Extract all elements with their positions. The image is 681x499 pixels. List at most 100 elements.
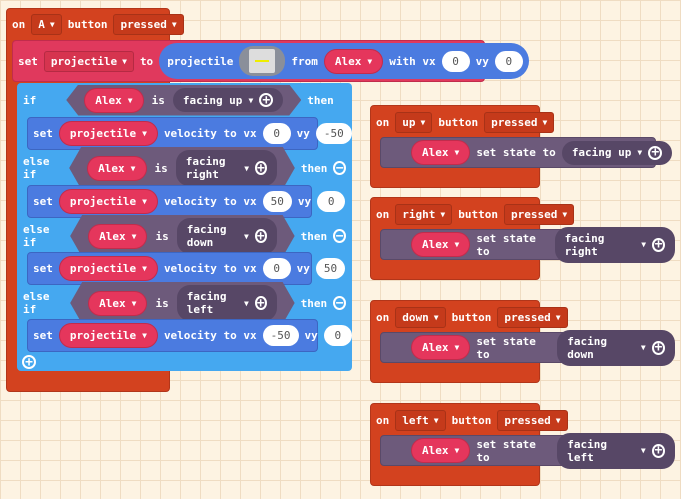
vy-label: vy xyxy=(475,54,489,68)
image-picker[interactable] xyxy=(239,46,286,76)
sprite-value: Alex xyxy=(422,341,449,354)
button-dropdown[interactable]: down▼ xyxy=(395,306,446,328)
sprite-dropdown[interactable]: Alex▼ xyxy=(411,140,471,165)
caret-icon: ▼ xyxy=(641,240,647,249)
vy-input[interactable]: 0 xyxy=(494,50,523,72)
set-velocity-row: set projectile▼ velocity to vx -50 vy 0 xyxy=(27,319,358,352)
caret-icon: ▼ xyxy=(142,331,147,340)
state-dropdown[interactable]: facing up▼+ xyxy=(561,140,673,165)
caret-icon: ▼ xyxy=(420,117,426,127)
plus-icon[interactable]: + xyxy=(256,228,265,244)
then-label: then xyxy=(307,93,334,107)
branch-condition-row: else if Alex▼ is facing down▼+ then − xyxy=(17,219,352,253)
set-state-label: set state to xyxy=(476,146,556,159)
sprite-dropdown[interactable]: Alex▼ xyxy=(84,88,143,113)
action-dropdown[interactable]: pressed▼ xyxy=(484,111,555,133)
vy-input[interactable]: 50 xyxy=(315,258,346,279)
plus-icon[interactable]: + xyxy=(259,93,273,107)
remove-branch-icon[interactable]: − xyxy=(333,296,346,310)
is-state-condition[interactable]: Alex▼ is facing left▼+ xyxy=(70,282,294,324)
set-velocity-row: set projectile▼ velocity to vx 0 vy 50 xyxy=(27,252,351,285)
sprite-dropdown[interactable]: Alex▼ xyxy=(88,224,147,249)
button-dropdown[interactable]: up▼ xyxy=(395,111,433,133)
vy-input[interactable]: 0 xyxy=(317,191,346,212)
vy-label: vy xyxy=(296,127,310,140)
button-value: A xyxy=(38,17,45,31)
state-dropdown[interactable]: facing down▼+ xyxy=(557,329,675,366)
state-dropdown[interactable]: facing right▼+ xyxy=(176,150,277,186)
sprite-dropdown[interactable]: Alex▼ xyxy=(88,291,147,316)
projectile-from-block[interactable]: projectile from Alex▼ with vx 0 vy 0 xyxy=(159,43,529,79)
caret-icon: ▼ xyxy=(637,148,643,157)
on-label: on xyxy=(376,115,390,129)
add-else-button[interactable]: + xyxy=(22,355,36,369)
caret-icon: ▼ xyxy=(440,209,446,219)
remove-branch-icon[interactable]: − xyxy=(333,229,346,243)
variable-dropdown[interactable]: projectile ▼ xyxy=(58,323,158,348)
set-state-label: set state to xyxy=(476,231,536,258)
action-dropdown[interactable]: pressed▼ xyxy=(497,306,568,328)
on-label: on xyxy=(376,310,390,324)
plus-icon[interactable]: + xyxy=(652,237,665,252)
var-value: projectile xyxy=(69,329,137,342)
branch-condition-row: if Alex▼ is facing up▼+ then xyxy=(17,83,352,117)
state-value: facing right xyxy=(564,231,605,258)
action-dropdown[interactable]: pressed▼ xyxy=(113,13,184,35)
caret-icon: ▼ xyxy=(542,117,548,127)
variable-dropdown[interactable]: projectile▼ xyxy=(58,256,158,281)
vx-input[interactable]: -50 xyxy=(262,325,299,346)
caret-icon: ▼ xyxy=(142,197,147,206)
sprite-dropdown[interactable]: Alex▼ xyxy=(411,438,471,463)
state-dropdown[interactable]: facing left▼+ xyxy=(177,285,277,321)
sprite-dropdown[interactable]: Alex▼ xyxy=(323,48,384,74)
caret-icon: ▼ xyxy=(640,446,646,455)
plus-icon[interactable]: + xyxy=(651,340,665,355)
vy-label: vy xyxy=(296,262,310,275)
is-state-condition[interactable]: Alex▼ is facing right▼+ xyxy=(69,147,295,189)
is-state-condition[interactable]: Alex▼ is facing up▼+ xyxy=(66,85,301,116)
action-dropdown[interactable]: pressed▼ xyxy=(497,409,568,431)
remove-branch-icon[interactable]: − xyxy=(333,161,347,175)
caret-icon: ▼ xyxy=(127,95,133,105)
plus-icon[interactable]: + xyxy=(257,160,265,176)
is-state-condition[interactable]: Alex▼ is facing down▼+ xyxy=(70,215,294,257)
event-header: on right▼ button pressed▼ xyxy=(370,200,580,228)
is-label: is xyxy=(155,296,169,310)
var-value: projectile xyxy=(69,262,137,275)
vx-input[interactable]: 0 xyxy=(262,123,291,144)
state-dropdown[interactable]: facing left▼+ xyxy=(557,432,675,469)
variable-dropdown[interactable]: projectile▼ xyxy=(43,50,134,72)
button-dropdown[interactable]: A▼ xyxy=(31,13,62,35)
set-label: set xyxy=(33,262,53,275)
from-label: from xyxy=(291,54,318,68)
vx-input[interactable]: 0 xyxy=(262,258,291,279)
plus-icon[interactable]: + xyxy=(648,145,663,160)
state-dropdown[interactable]: facing down▼+ xyxy=(177,218,277,254)
state-dropdown[interactable]: facing right ▼ + xyxy=(554,226,675,263)
variable-dropdown[interactable]: projectile▼ xyxy=(58,121,158,146)
state-dropdown[interactable]: facing up▼+ xyxy=(173,88,283,112)
set-label: set xyxy=(33,127,53,140)
button-dropdown[interactable]: left▼ xyxy=(395,409,446,431)
sprite-dropdown[interactable]: Alex▼ xyxy=(411,335,471,360)
sprite-dropdown[interactable]: Alex▼ xyxy=(411,232,471,257)
caret-icon: ▼ xyxy=(131,231,137,241)
sprite-dropdown[interactable]: Alex▼ xyxy=(87,156,146,181)
action-dropdown[interactable]: pressed▼ xyxy=(503,203,575,225)
vy-input[interactable]: 0 xyxy=(323,325,352,346)
vx-input[interactable]: 0 xyxy=(441,50,470,72)
variable-dropdown[interactable]: projectile▼ xyxy=(58,189,158,214)
plus-icon[interactable]: + xyxy=(256,295,265,311)
caret-icon: ▼ xyxy=(122,56,127,66)
branch-condition-row: else if Alex▼ is facing right▼+ then − xyxy=(17,151,352,185)
state-value: facing up xyxy=(182,93,243,107)
vx-input[interactable]: 50 xyxy=(262,191,292,212)
button-dropdown[interactable]: right▼ xyxy=(395,203,453,225)
button-label: button xyxy=(438,115,479,129)
button-value: down xyxy=(402,310,429,324)
on-label: on xyxy=(376,413,390,427)
caret-icon: ▼ xyxy=(454,240,460,249)
on-label: on xyxy=(12,17,26,31)
vy-input[interactable]: -50 xyxy=(315,123,352,144)
plus-icon[interactable]: + xyxy=(651,443,665,458)
